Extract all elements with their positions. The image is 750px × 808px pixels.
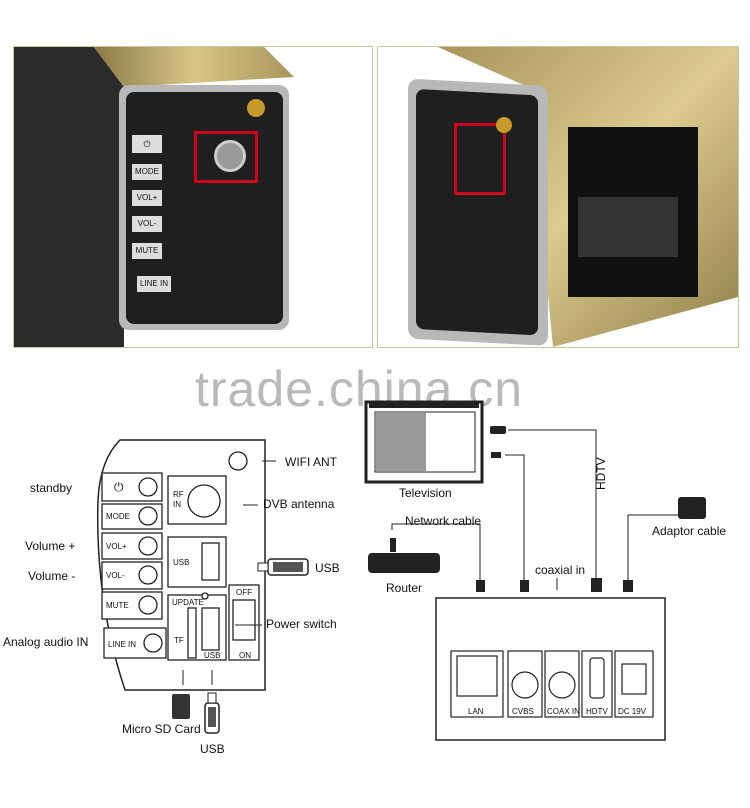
port-cvbs: CVBS — [512, 707, 534, 716]
label-television: Television — [399, 486, 452, 500]
photo-rf-highlight — [194, 131, 258, 183]
label-dvb-antenna: DVB antenna — [263, 497, 335, 511]
rf-in-label: RF IN — [173, 490, 184, 509]
label-usb-bottom: USB — [200, 742, 225, 756]
photo-panel-front: ⏻ MODE VOL+ VOL- MUTE LINE IN — [13, 46, 373, 348]
label-volume-minus: Volume - — [28, 569, 76, 583]
photo-btn-mute: MUTE — [132, 243, 162, 259]
btn-volminus: VOL- — [106, 571, 125, 580]
photo-btn-linein: LINE IN — [137, 276, 171, 292]
btn-mode: MODE — [106, 512, 130, 521]
usb-port-label: USB — [173, 558, 190, 567]
port-hdtv: HDTV — [586, 707, 608, 716]
label-power-switch: Power switch — [266, 617, 337, 631]
port-dc-19v: DC 19V — [618, 707, 647, 716]
port-coax-in: COAX IN — [547, 707, 580, 716]
on-label: ON — [239, 651, 251, 660]
port-lan: LAN — [468, 707, 484, 716]
label-standby: standby — [30, 481, 73, 495]
photo-wifi-connector — [247, 99, 265, 117]
label-usb: USB — [315, 561, 340, 575]
label-coaxial-in: coaxial in — [535, 563, 586, 577]
btn-mute: MUTE — [106, 601, 129, 610]
soundbar-angle-illustration — [408, 47, 738, 347]
label-micro-sd-card: Micro SD Card — [122, 722, 201, 736]
label-router: Router — [386, 581, 423, 595]
btn-volplus: VOL+ — [106, 542, 127, 551]
photo-btn-standby: ⏻ — [132, 135, 162, 153]
off-label: OFF — [236, 588, 252, 597]
photo-btn-mode: MODE — [132, 164, 162, 180]
label-network-cable: Network cable — [405, 514, 482, 528]
label-wifi-ant: WIFI ANT — [285, 455, 337, 469]
usb2-label: USB — [204, 651, 221, 660]
label-hdtv-cable: HDTV — [594, 457, 608, 490]
photo2-rf-highlight — [454, 123, 506, 195]
label-volume-plus: Volume + — [25, 539, 76, 553]
photo-btn-volminus: VOL- — [132, 216, 162, 232]
tf-label: TF — [174, 636, 184, 645]
btn-standby-icon: ⏻ — [114, 480, 124, 494]
label-adaptor-cable: Adaptor cable — [652, 524, 727, 538]
btn-linein: LINE IN — [108, 640, 137, 649]
update-label: UPDATE — [172, 598, 204, 607]
photo-btn-volplus: VOL+ — [132, 190, 162, 206]
label-analog-audio-in: Analog audio IN — [3, 635, 89, 649]
photo2-wifi-connector — [496, 117, 512, 133]
photo-rf-connector — [214, 140, 246, 172]
photo-panel-angle — [377, 46, 739, 348]
